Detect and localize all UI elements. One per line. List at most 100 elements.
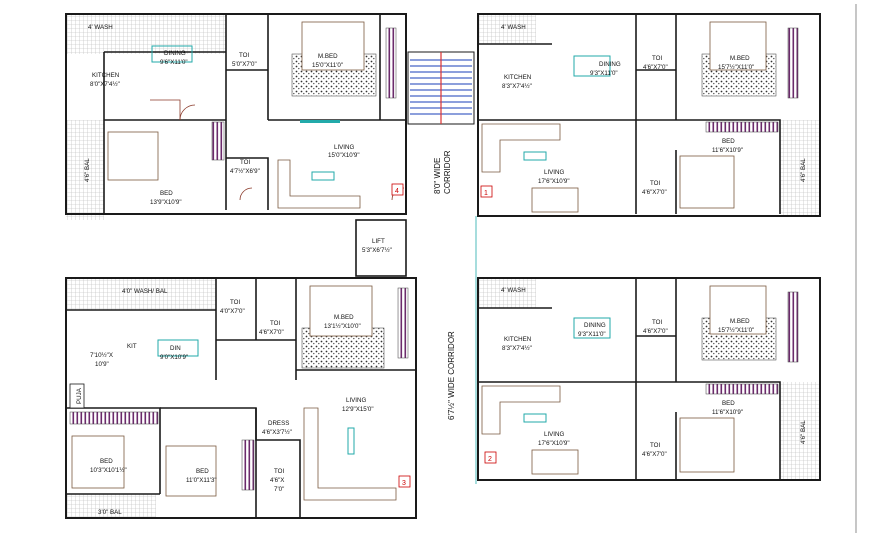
unit-1-balcony-top xyxy=(478,14,536,44)
unit-1-kitchen-size: 8'3"X7'4½" xyxy=(502,83,532,90)
unit-2-bal-label: 4'6" BAL xyxy=(800,420,807,444)
unit-4-coffee-table xyxy=(311,171,335,181)
unit-3-bed1-size: 10'3"X10'1½" xyxy=(90,467,127,474)
lift-size: 5'3"X6'7½" xyxy=(362,247,392,254)
unit-1-kitchen-label: KITCHEN xyxy=(504,74,531,81)
unit-1-bal-label: 4'6" BAL xyxy=(800,158,807,182)
unit-2-dining-label: DINING xyxy=(584,322,606,329)
unit-2-toi2-label: TOI xyxy=(650,442,660,449)
unit-3-bed1-bed xyxy=(71,435,125,489)
unit-3-kit-label: KIT xyxy=(127,343,137,350)
unit-3-din-label: DIN xyxy=(170,345,181,352)
unit-1-bed-bed xyxy=(679,155,735,209)
unit-2-kitchen-size: 8'3"X7'4½" xyxy=(502,345,532,352)
unit-4-balcony-left xyxy=(66,120,104,220)
unit-2-sofa xyxy=(481,385,561,435)
unit-2-living-size: 17'6"X10'9" xyxy=(538,440,570,447)
unit-3-bal-label: 3'0" BAL xyxy=(98,509,122,516)
unit-3-wash-label: 4'0" WASH/ BAL xyxy=(122,288,168,295)
unit-3-mbed-size: 13'1½"X10'0" xyxy=(324,323,361,330)
unit-4-wash-label: 4' WASH xyxy=(88,24,113,31)
unit-2-number-box xyxy=(484,451,497,464)
unit-3-kit-size2: 10'9" xyxy=(95,361,109,368)
unit-2-bed-size: 11'6"X10'9" xyxy=(712,409,743,416)
unit-3-mbed-label: M.BED xyxy=(334,314,354,321)
unit-4-dining-label: DINING xyxy=(164,50,186,57)
unit-2-coffee-table xyxy=(523,413,547,423)
unit-1-dining-size: 9'3"X11'0" xyxy=(590,70,618,77)
unit-2-tv-unit xyxy=(531,449,579,475)
unit-1-toi1-size: 4'6"X7'0" xyxy=(643,64,668,71)
unit-2-bed-label: BED xyxy=(722,400,735,407)
unit-3-dining-table xyxy=(157,339,199,357)
unit-1-bed-size: 11'6"X10'9" xyxy=(712,147,743,154)
unit-1-toi2-label: TOI xyxy=(650,180,660,187)
unit-4-living-size: 15'0"X10'9" xyxy=(328,152,360,159)
unit-3-balcony-bottom xyxy=(66,494,156,518)
unit-3-bed2-bed xyxy=(165,445,217,497)
unit-4-outline xyxy=(65,13,407,215)
unit-3-bed2-label: BED xyxy=(196,468,209,475)
unit-3-living-size: 12'9"X15'0" xyxy=(342,406,374,413)
unit-3-bed1-label: BED xyxy=(100,458,113,465)
unit-3-number: 3 xyxy=(402,480,406,487)
unit-1-toi2-size: 4'6"X7'0" xyxy=(642,189,667,196)
unit-1-number: 1 xyxy=(484,190,488,197)
unit-4-toi2-label: TOI xyxy=(240,159,250,166)
unit-2-dining-table xyxy=(573,317,611,339)
unit-1-closet-2 xyxy=(705,121,779,133)
corridor: 8'0" WIDE CORRIDOR 6'7½" WIDE CORRIDOR L… xyxy=(355,51,475,420)
unit-1-outline xyxy=(477,13,821,217)
unit-3-kit-size1: 7'10½"X xyxy=(90,352,113,359)
unit-1-dining-table xyxy=(573,55,611,77)
lift-label: LIFT xyxy=(372,238,385,245)
unit-4-number: 4 xyxy=(395,188,399,195)
unit-2-wash-label: 4' WASH xyxy=(501,287,526,294)
unit-3-toi3-size2: 7'0" xyxy=(274,486,284,493)
unit-4-mbed-bed xyxy=(301,21,365,71)
unit-2-balcony-top xyxy=(478,278,536,308)
unit-4-kitchen-size: 8'0"X7'4½" xyxy=(90,81,120,88)
unit-2-balcony-right xyxy=(780,382,820,480)
unit-2-living-label: LIVING xyxy=(544,431,564,438)
unit-1-wash-label: 4' WASH xyxy=(501,24,526,31)
unit-4-bed-size: 13'9"X10'9" xyxy=(150,199,182,206)
unit-1: 4' WASH KITCHEN 8'3"X7'4½" DINING 9'3"X1… xyxy=(477,13,821,217)
unit-4-toi1-label: TOI xyxy=(239,52,249,59)
unit-2-mbed-bed xyxy=(709,285,767,335)
unit-3: 4'0" WASH/ BAL KIT 7'10½"X 10'9" DIN 9'0… xyxy=(65,277,417,519)
unit-1-number-box xyxy=(480,185,493,198)
unit-4-toi1-size: 5'0"X7'0" xyxy=(232,61,257,68)
unit-2-dining-size: 9'3"X11'0" xyxy=(578,331,606,338)
corridor-top-label-2: CORRIDOR xyxy=(443,150,452,194)
unit-3-closet xyxy=(397,287,409,359)
unit-1-balcony-right xyxy=(780,120,820,216)
unit-3-toi1-label: TOI xyxy=(230,299,240,306)
unit-2: 4' WASH KITCHEN 8'3"X7'4½" DINING 9'3"X1… xyxy=(477,277,821,481)
unit-2-toi1-size: 4'6"X7'0" xyxy=(643,328,668,335)
unit-3-mbed-bed xyxy=(309,285,373,337)
unit-4-balcony-top xyxy=(66,14,226,54)
unit-3-coffee-table xyxy=(347,427,355,455)
unit-3-toi3-label: TOI xyxy=(274,468,284,475)
unit-3-toi1-size: 4'0"X7'0" xyxy=(220,308,245,315)
unit-3-living-label: LIVING xyxy=(346,397,366,404)
unit-1-mbed-label: M.BED xyxy=(730,55,750,62)
unit-4-dining-size: 9'6"X11'0" xyxy=(160,59,188,66)
unit-1-living-size: 17'6"X10'9" xyxy=(538,178,570,185)
unit-1-closet xyxy=(787,27,799,99)
unit-3-closet-2 xyxy=(69,411,159,425)
unit-1-sofa xyxy=(481,123,561,173)
unit-3-din-size: 9'0"X10'9" xyxy=(160,354,188,361)
unit-4-closet xyxy=(211,121,225,161)
unit-3-outline xyxy=(65,277,417,519)
unit-1-coffee-table xyxy=(523,151,547,161)
unit-2-mbed-label: M.BED xyxy=(730,318,750,325)
corridor-top-label-1: 8'0" WIDE xyxy=(433,158,442,194)
unit-2-mbed-size: 15'7½"X11'0" xyxy=(718,327,754,334)
unit-1-living-label: LIVING xyxy=(544,169,564,176)
unit-2-toi1-label: TOI xyxy=(652,319,662,326)
unit-1-toi1-label: TOI xyxy=(652,55,662,62)
unit-4-toi2-size: 4'7½"X6'9" xyxy=(230,168,260,175)
